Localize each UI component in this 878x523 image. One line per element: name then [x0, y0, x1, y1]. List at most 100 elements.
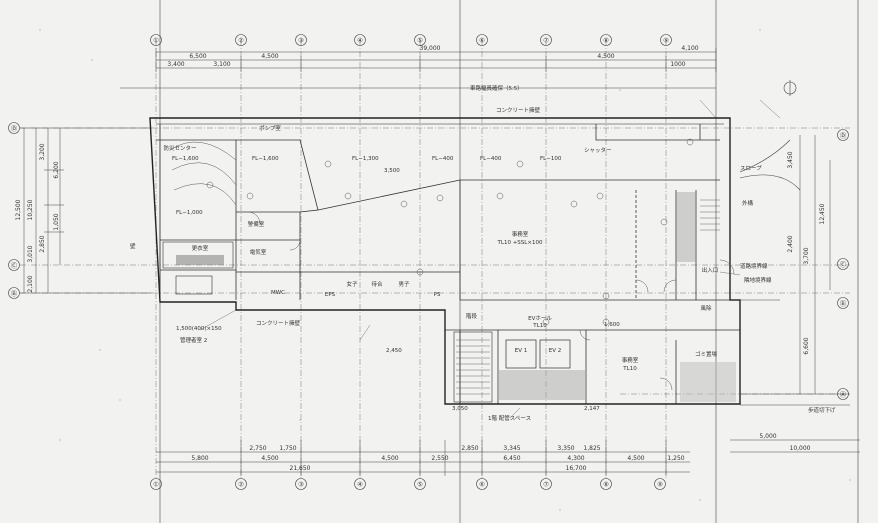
room-ps-label: PS [434, 292, 441, 298]
room-men-label: 男子 [398, 281, 410, 288]
dim-left-g: 2,100 [27, 275, 34, 292]
axis-bubble: ⑦ [540, 34, 552, 46]
bottom-dimension-lines [156, 439, 860, 476]
column-markers [206, 138, 694, 326]
dim-right-b: 12,450 [819, 203, 826, 224]
svg-text:④: ④ [357, 37, 363, 45]
note-shutter: シャッター [584, 146, 612, 154]
dim-bot-row2e: 6,450 [503, 455, 520, 462]
room-eps-label: EPS [325, 292, 336, 298]
room-waiting-label: 待合 [371, 280, 383, 288]
dim-top-d: 4,100 [681, 45, 698, 52]
note-fl7: FL−1,000 [176, 210, 203, 216]
note-dim-3050: 3,050 [452, 406, 468, 412]
room-women-label: 女子 [346, 280, 358, 288]
svg-text:⑦: ⑦ [543, 37, 549, 45]
lobby-label: 風除 [700, 304, 712, 312]
ev2-label: EV 2 [549, 348, 562, 354]
axis-bubble-right-d: Ⓓ [837, 129, 849, 141]
note-fl5: FL−1,600 [172, 156, 199, 162]
svg-text:⑨: ⑨ [663, 37, 669, 45]
leader-lines [199, 99, 781, 419]
room-pump-label: ポンプ室 [259, 124, 281, 132]
room-guard-label: 警備室 [248, 220, 265, 228]
dim-bot-row2b: 4,500 [261, 455, 278, 462]
axis-bubble: ③ [295, 34, 307, 46]
note-left: 管理者室 2 [180, 336, 207, 344]
toilet-hatch [498, 370, 586, 400]
shaft-hatch [676, 192, 696, 262]
axis-bubble: ④ [354, 34, 366, 46]
axis-bubble: ⑧ [600, 478, 612, 490]
dim-bot-row1c: 2,850 [461, 445, 478, 452]
room-disaster-label: 防災センター [163, 144, 196, 152]
note-fl1: FL−1,300 [352, 156, 379, 162]
svg-text:Ⓒ: Ⓒ [840, 261, 847, 269]
dim-top-c: 4,500 [597, 53, 614, 60]
axis-bubble: ③ [295, 478, 307, 490]
bottom-axis-bubbles: ① ② ③ ④ ⑤ ⑥ ⑦ ⑧ ⑨ [150, 478, 666, 490]
ev2-shaft [539, 339, 571, 369]
note-exterior: 外構 [742, 199, 754, 207]
door-swings [247, 211, 735, 391]
dim-bot-right-a: 5,000 [759, 433, 776, 440]
note-right1: 道路境界線 [740, 262, 768, 270]
dim-bot-row2c: 4,500 [381, 455, 398, 462]
svg-text:Ⓓ: Ⓓ [11, 125, 18, 133]
ramp-curves [169, 141, 237, 206]
note-top: 車路幅員確保（5.5） [470, 84, 523, 92]
dim-bot-row2f: 4,300 [567, 455, 584, 462]
axis-bubble: ④ [354, 478, 366, 490]
dim-left-f: 3,010 [27, 245, 34, 262]
note-dim-1600: 1,600 [604, 322, 620, 328]
driveway-curves [730, 139, 801, 301]
ev1-shaft [505, 339, 537, 369]
dim-bot-row2a: 5,800 [191, 455, 208, 462]
dim-left-e: 2,850 [39, 235, 46, 252]
svg-text:⑤: ⑤ [417, 481, 423, 489]
dim-right-d: 6,600 [803, 337, 810, 354]
compass-icon [783, 80, 797, 96]
svg-text:⑨: ⑨ [657, 481, 663, 489]
room-mwc-label: MWC [271, 290, 285, 296]
dim-bot-total-left: 21,650 [290, 465, 311, 472]
dim-bot-row2d: 2,550 [431, 455, 448, 462]
room-machine-label: 事務室 [622, 356, 639, 364]
svg-text:Ⓑ: Ⓑ [11, 290, 18, 298]
top-dimension-lines [120, 48, 717, 89]
svg-text:②: ② [238, 481, 244, 489]
dim-left-b: 3,200 [39, 143, 46, 160]
axis-bubble-left-b: Ⓑ [8, 287, 20, 299]
axis-bubble: ① [150, 34, 162, 46]
dim-top-sub2: 3,100 [213, 61, 230, 68]
svg-text:Ⓓ: Ⓓ [840, 132, 847, 140]
room-electric-label: 電気室 [250, 248, 267, 256]
note-fl3: FL−400 [480, 156, 502, 162]
note-wall: 壁 [130, 242, 136, 250]
dim-top-b: 4,500 [261, 53, 278, 60]
axis-bubble: ⑥ [476, 478, 488, 490]
room-dust-label: ゴミ置場 [695, 350, 718, 358]
axis-bubble: ⑧ [600, 34, 612, 46]
side-axis-bubbles: Ⓓ Ⓒ Ⓑ Ⓓ Ⓒ Ⓑ Ⓐ [8, 122, 849, 400]
dim-bot-row1d: 3,345 [503, 445, 520, 452]
equipment-box [175, 275, 213, 295]
elevators [505, 339, 571, 369]
dim-bot-row2h: 1,250 [667, 455, 684, 462]
note-dim-2450: 2,450 [386, 348, 402, 354]
hatch-areas [162, 192, 736, 403]
svg-text:①: ① [153, 481, 159, 489]
axis-bubble: ⑦ [540, 478, 552, 490]
dim-bot-row1b: 1,750 [279, 445, 296, 452]
stair-box [453, 331, 493, 403]
note-bl: 1,500(400)×150 [176, 326, 222, 332]
note-concrete-wall: コンクリート擁壁 [496, 106, 541, 114]
room-machine-floor: TL10 [622, 366, 637, 372]
note-fl6: FL−1,600 [252, 156, 279, 162]
elevator-hall-label: EVホール [528, 315, 552, 322]
elevator-hall-floor: TL10 [532, 323, 547, 329]
svg-text:Ⓐ: Ⓐ [840, 391, 847, 399]
note-dim-2147: 2,147 [584, 406, 600, 412]
